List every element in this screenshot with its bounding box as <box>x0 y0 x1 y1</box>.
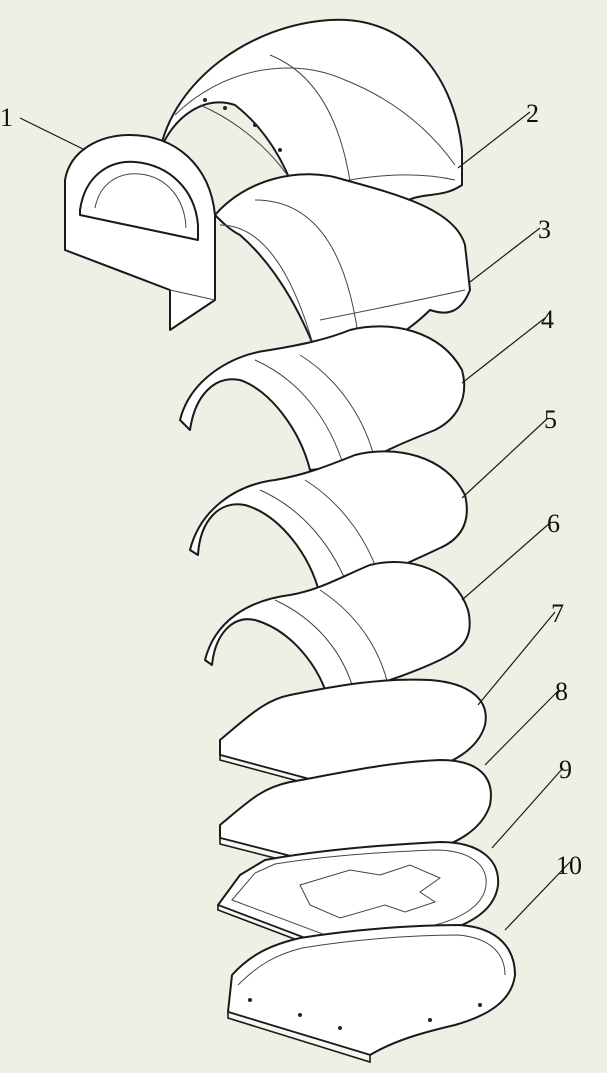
label-4: 4 <box>541 305 554 334</box>
label-10: 10 <box>556 851 582 880</box>
part-10-base <box>227 924 516 1064</box>
label-7: 7 <box>551 599 564 628</box>
label-9: 9 <box>559 755 572 784</box>
label-3: 3 <box>538 215 551 244</box>
part-4-shell <box>179 325 466 471</box>
part-labels: 1 2 3 4 5 6 7 8 9 10 <box>0 99 582 880</box>
part-6-shell <box>204 561 471 706</box>
label-2: 2 <box>526 99 539 128</box>
label-5: 5 <box>544 405 557 434</box>
part-1-front-frame <box>64 134 216 331</box>
label-6: 6 <box>547 509 560 538</box>
label-1: 1 <box>0 103 13 132</box>
label-8: 8 <box>555 677 568 706</box>
leader-lines <box>19 111 571 931</box>
part-3-shell <box>214 173 471 376</box>
